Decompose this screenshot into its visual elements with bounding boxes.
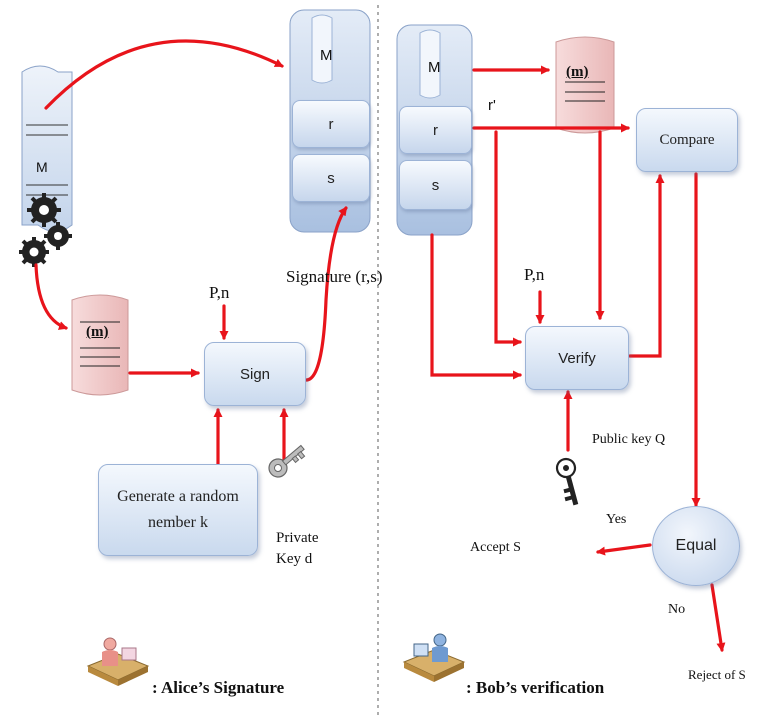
generate-random-box: Generate a random nember k — [98, 464, 258, 556]
bob-stack-r-cell: r — [399, 106, 472, 154]
bob-hash-label: (m) — [566, 64, 589, 80]
alice-pn-label: P,n — [209, 283, 230, 302]
arrow-sign-to-signature — [294, 206, 348, 382]
alice-hash-label: (m) — [86, 324, 109, 340]
alice-stack-s: s — [327, 169, 335, 187]
equal-node: Equal — [652, 506, 740, 586]
accept-label: Accept S — [470, 540, 521, 555]
arrow-equal-to-accept — [596, 543, 652, 556]
yes-label: Yes — [606, 512, 627, 527]
public-key-label: Public key Q — [592, 432, 666, 447]
sign-box: Sign — [204, 342, 306, 406]
key-icon — [268, 444, 306, 478]
compare-label: Compare — [659, 131, 715, 148]
bob-hash-scroll — [555, 36, 615, 134]
r-prime-label: r' — [488, 97, 496, 114]
person-at-desk-icon-bob — [402, 633, 466, 682]
key-icon-public — [555, 457, 579, 506]
alice-stack-m: M — [320, 47, 333, 64]
bob-stack-m: M — [428, 59, 441, 76]
alice-stack-r-cell: r — [292, 100, 370, 148]
compare-box: Compare — [636, 108, 738, 172]
alice-title: : Alice’s Signature — [152, 678, 285, 697]
bob-stack-s: s — [431, 176, 440, 194]
private-key-label: Private Key d — [276, 530, 319, 567]
equal-label: Equal — [675, 537, 717, 554]
arrow-rprime-to-verify — [494, 130, 522, 347]
alice-hash-scroll — [71, 294, 129, 396]
no-label: No — [668, 602, 686, 617]
arrow-s-to-verify — [430, 233, 522, 380]
alice-stack-doc-icon — [311, 14, 333, 84]
bob-stack-doc-icon — [419, 29, 441, 99]
signature-label: Signature (r,s) — [286, 267, 383, 286]
arrow-gears-to-hash — [34, 263, 68, 330]
verify-label: Verify — [558, 349, 596, 367]
alice-stack-r: r — [328, 115, 334, 133]
bob-pn-label: P,n — [524, 265, 545, 284]
bob-stack-r: r — [433, 121, 438, 139]
alice-stack-s-cell: s — [292, 154, 370, 202]
arrow-verify-to-compare — [628, 174, 665, 358]
gears-icon — [19, 193, 72, 267]
arrow-doc-to-signature — [44, 39, 284, 110]
verify-box: Verify — [525, 326, 629, 390]
person-at-desk-icon — [86, 637, 150, 686]
alice-doc-label: M — [36, 159, 48, 175]
arrow-equal-to-reject — [710, 583, 726, 652]
sign-label: Sign — [239, 365, 271, 383]
generate-random-label: Generate a random nember k — [117, 488, 239, 531]
bob-title: : Bob’s verification — [466, 678, 605, 697]
reject-label: Reject of S — [688, 667, 746, 682]
bob-stack-s-cell: s — [399, 160, 472, 210]
alice-document — [21, 65, 73, 232]
